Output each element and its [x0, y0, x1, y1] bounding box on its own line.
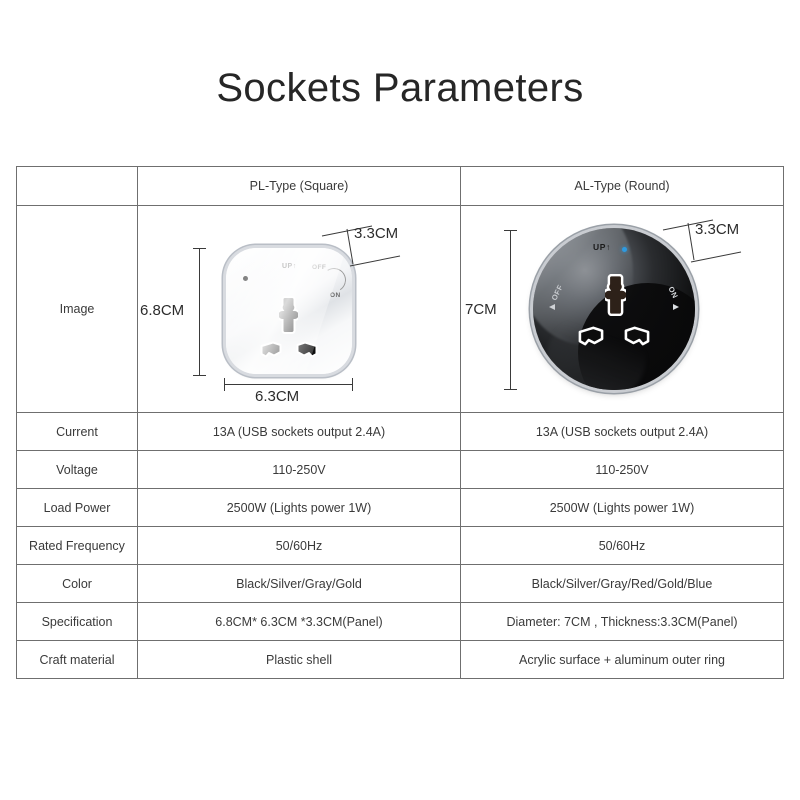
square-socket-body: UP↑ OFF ON	[226, 248, 352, 374]
socket-right-slot-icon	[296, 341, 318, 358]
pl-width-dim-label: 6.3CM	[255, 388, 300, 405]
pl-height-dim-cap-top	[193, 248, 206, 249]
al-product-illustration: UP↑ OFF ON	[462, 207, 783, 412]
cell-al-craft-material: Acrylic surface + aluminum outer ring	[460, 640, 784, 679]
specs-table: PL-Type (Square) AL-Type (Round) Image U…	[16, 166, 784, 679]
cell-pl-color: Black/Silver/Gray/Gold	[137, 564, 461, 603]
al-diameter-dim-label: 7CM	[465, 301, 497, 318]
square-up-label: UP↑	[282, 263, 297, 270]
pl-width-dim-cap-left	[224, 378, 225, 391]
table-row: Current 13A (USB sockets output 2.4A) 13…	[16, 412, 784, 451]
cell-pl-craft-material: Plastic shell	[137, 640, 461, 679]
table-row: Craft material Plastic shell Acrylic sur…	[16, 640, 784, 679]
cell-pl-specification: 6.8CM* 6.3CM *3.3CM(Panel)	[137, 602, 461, 641]
cell-pl-voltage: 110-250V	[137, 450, 461, 489]
indicator-led-icon	[243, 276, 248, 281]
header-cell-al-type: AL-Type (Round)	[460, 166, 784, 206]
header-cell-pl-type: PL-Type (Square)	[137, 166, 461, 206]
row-label-rated-frequency: Rated Frequency	[16, 526, 138, 565]
round-socket-left-slot-icon	[578, 326, 604, 346]
pl-height-dim-line	[199, 248, 200, 375]
cell-pl-current: 13A (USB sockets output 2.4A)	[137, 412, 461, 451]
socket-center-slot-icon	[279, 296, 298, 334]
table-row: Voltage 110-250V 110-250V	[16, 450, 784, 489]
row-label-image: Image	[16, 205, 138, 413]
socket-left-slot-icon	[260, 341, 282, 358]
pl-height-dim-cap-bottom	[193, 375, 206, 376]
pl-product-image-cell: UP↑ OFF ON	[137, 205, 461, 413]
pl-height-dim-label: 6.8CM	[140, 302, 185, 319]
header-cell-blank	[16, 166, 138, 206]
row-label-craft-material: Craft material	[16, 640, 138, 679]
round-sheen-lower	[545, 310, 647, 390]
specs-table-container: PL-Type (Square) AL-Type (Round) Image U…	[16, 166, 784, 679]
cell-al-voltage: 110-250V	[460, 450, 784, 489]
row-label-specification: Specification	[16, 602, 138, 641]
round-on-arrow-icon	[673, 304, 679, 310]
round-socket-right-slot-icon	[624, 326, 650, 346]
round-socket-body: UP↑ OFF ON	[533, 228, 695, 390]
cell-al-current: 13A (USB sockets output 2.4A)	[460, 412, 784, 451]
cell-al-load-power: 2500W (Lights power 1W)	[460, 488, 784, 527]
cell-pl-load-power: 2500W (Lights power 1W)	[137, 488, 461, 527]
al-depth-dim-label: 3.3CM	[695, 221, 740, 238]
round-up-label: UP↑	[593, 242, 611, 252]
al-product-image-cell: UP↑ OFF ON	[460, 205, 784, 413]
pl-width-dim-cap-right	[352, 378, 353, 391]
square-on-label: ON	[330, 292, 341, 299]
al-diameter-dim-cap-bottom	[504, 389, 517, 390]
cell-al-rated-frequency: 50/60Hz	[460, 526, 784, 565]
al-depth-dim-leader	[662, 219, 742, 263]
row-label-load-power: Load Power	[16, 488, 138, 527]
round-indicator-led-icon	[622, 247, 627, 252]
round-socket-center-slot-icon	[605, 274, 626, 316]
table-header-row: PL-Type (Square) AL-Type (Round)	[16, 166, 784, 206]
row-label-voltage: Voltage	[16, 450, 138, 489]
table-row-image: Image UP↑ OFF ON	[16, 205, 784, 413]
cell-al-specification: Diameter: 7CM , Thickness:3.3CM(Panel)	[460, 602, 784, 641]
round-off-arrow-icon	[549, 304, 555, 310]
table-row: Color Black/Silver/Gray/Gold Black/Silve…	[16, 564, 784, 603]
pl-width-dim-line	[224, 384, 352, 385]
table-row: Load Power 2500W (Lights power 1W) 2500W…	[16, 488, 784, 527]
table-row: Rated Frequency 50/60Hz 50/60Hz	[16, 526, 784, 565]
row-label-color: Color	[16, 564, 138, 603]
pl-depth-dim-label: 3.3CM	[354, 225, 399, 242]
table-row: Specification 6.8CM* 6.3CM *3.3CM(Panel)…	[16, 602, 784, 641]
cell-pl-rated-frequency: 50/60Hz	[137, 526, 461, 565]
pl-product-illustration: UP↑ OFF ON	[139, 207, 460, 412]
cell-al-color: Black/Silver/Gray/Red/Gold/Blue	[460, 564, 784, 603]
al-diameter-dim-line	[510, 230, 511, 389]
pl-depth-dim-leader	[321, 225, 401, 267]
al-diameter-dim-cap-top	[504, 230, 517, 231]
row-label-current: Current	[16, 412, 138, 451]
page-title: Sockets Parameters	[216, 66, 584, 110]
